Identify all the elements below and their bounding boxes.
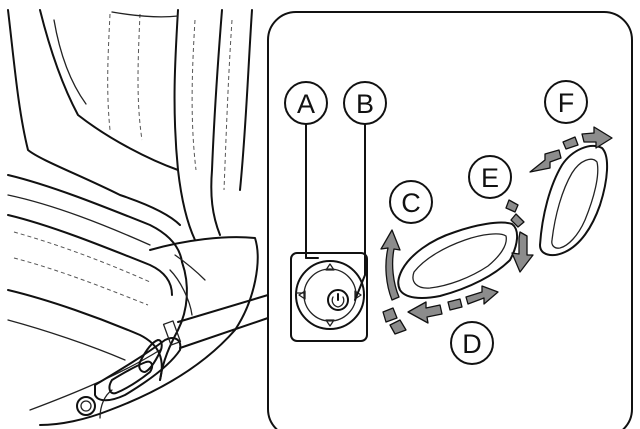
- label-d: D: [450, 321, 494, 365]
- seat-illustration: [7, 9, 259, 426]
- backrest-switch-icon: [539, 145, 608, 257]
- label-leaders: [305, 124, 366, 301]
- label-e-text: E: [481, 163, 499, 193]
- label-c: C: [389, 180, 433, 224]
- arrow-c-icon: [380, 229, 407, 335]
- arrow-f-icon: [529, 126, 613, 173]
- label-b: B: [343, 81, 387, 125]
- cushion-switch-icon: [397, 221, 518, 299]
- label-a: A: [284, 81, 328, 125]
- power-lock-button-icon: [327, 289, 349, 311]
- label-f: F: [544, 80, 588, 124]
- label-f-text: F: [558, 88, 575, 118]
- label-a-text: A: [297, 89, 315, 119]
- callout-leader-lines: [177, 294, 269, 349]
- label-d-text: D: [462, 329, 482, 359]
- detail-frame: [267, 11, 633, 429]
- label-e: E: [468, 155, 512, 199]
- arrow-e-icon: [505, 199, 534, 273]
- label-c-text: C: [401, 188, 421, 218]
- arrow-d-icon: [407, 285, 499, 324]
- label-b-text: B: [356, 89, 374, 119]
